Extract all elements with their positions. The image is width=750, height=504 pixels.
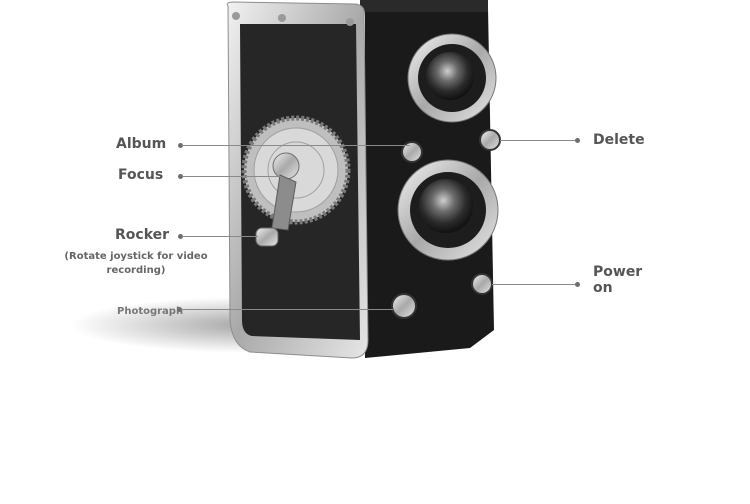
shutter-button	[391, 293, 417, 319]
label-delete: Delete	[593, 132, 645, 148]
focus-dial-inner	[267, 141, 325, 199]
pointer-line	[500, 140, 576, 141]
pointer-line	[182, 176, 282, 177]
pointer-line	[492, 284, 576, 285]
screw	[278, 14, 286, 22]
pointer-line	[182, 236, 258, 237]
lower-lens-glass	[419, 179, 473, 233]
pointer-dot	[178, 234, 183, 239]
rocker-lever	[271, 174, 297, 231]
label-rocker: Rocker	[115, 227, 170, 243]
pointer-dot	[575, 282, 580, 287]
pointer-line	[182, 145, 410, 146]
pointer-dot	[575, 138, 580, 143]
rocker-note: (Rotate joystick for video recording)	[64, 251, 208, 276]
label-focus: Focus	[118, 167, 164, 183]
pointer-dot	[177, 307, 182, 312]
delete-button	[479, 129, 501, 151]
screw	[232, 12, 240, 20]
power-button	[471, 273, 493, 295]
pointer-dot	[178, 174, 183, 179]
label-photograph: Photograph	[117, 306, 184, 317]
pointer-line	[181, 309, 393, 310]
upper-lens-glass	[426, 52, 474, 100]
label-power-on: Power on	[593, 264, 643, 296]
label-album: Album	[116, 136, 167, 152]
screw	[346, 18, 354, 26]
album-button	[401, 141, 423, 163]
rocker-grip	[255, 227, 279, 247]
camera-top	[360, 0, 488, 12]
pointer-dot	[178, 143, 183, 148]
